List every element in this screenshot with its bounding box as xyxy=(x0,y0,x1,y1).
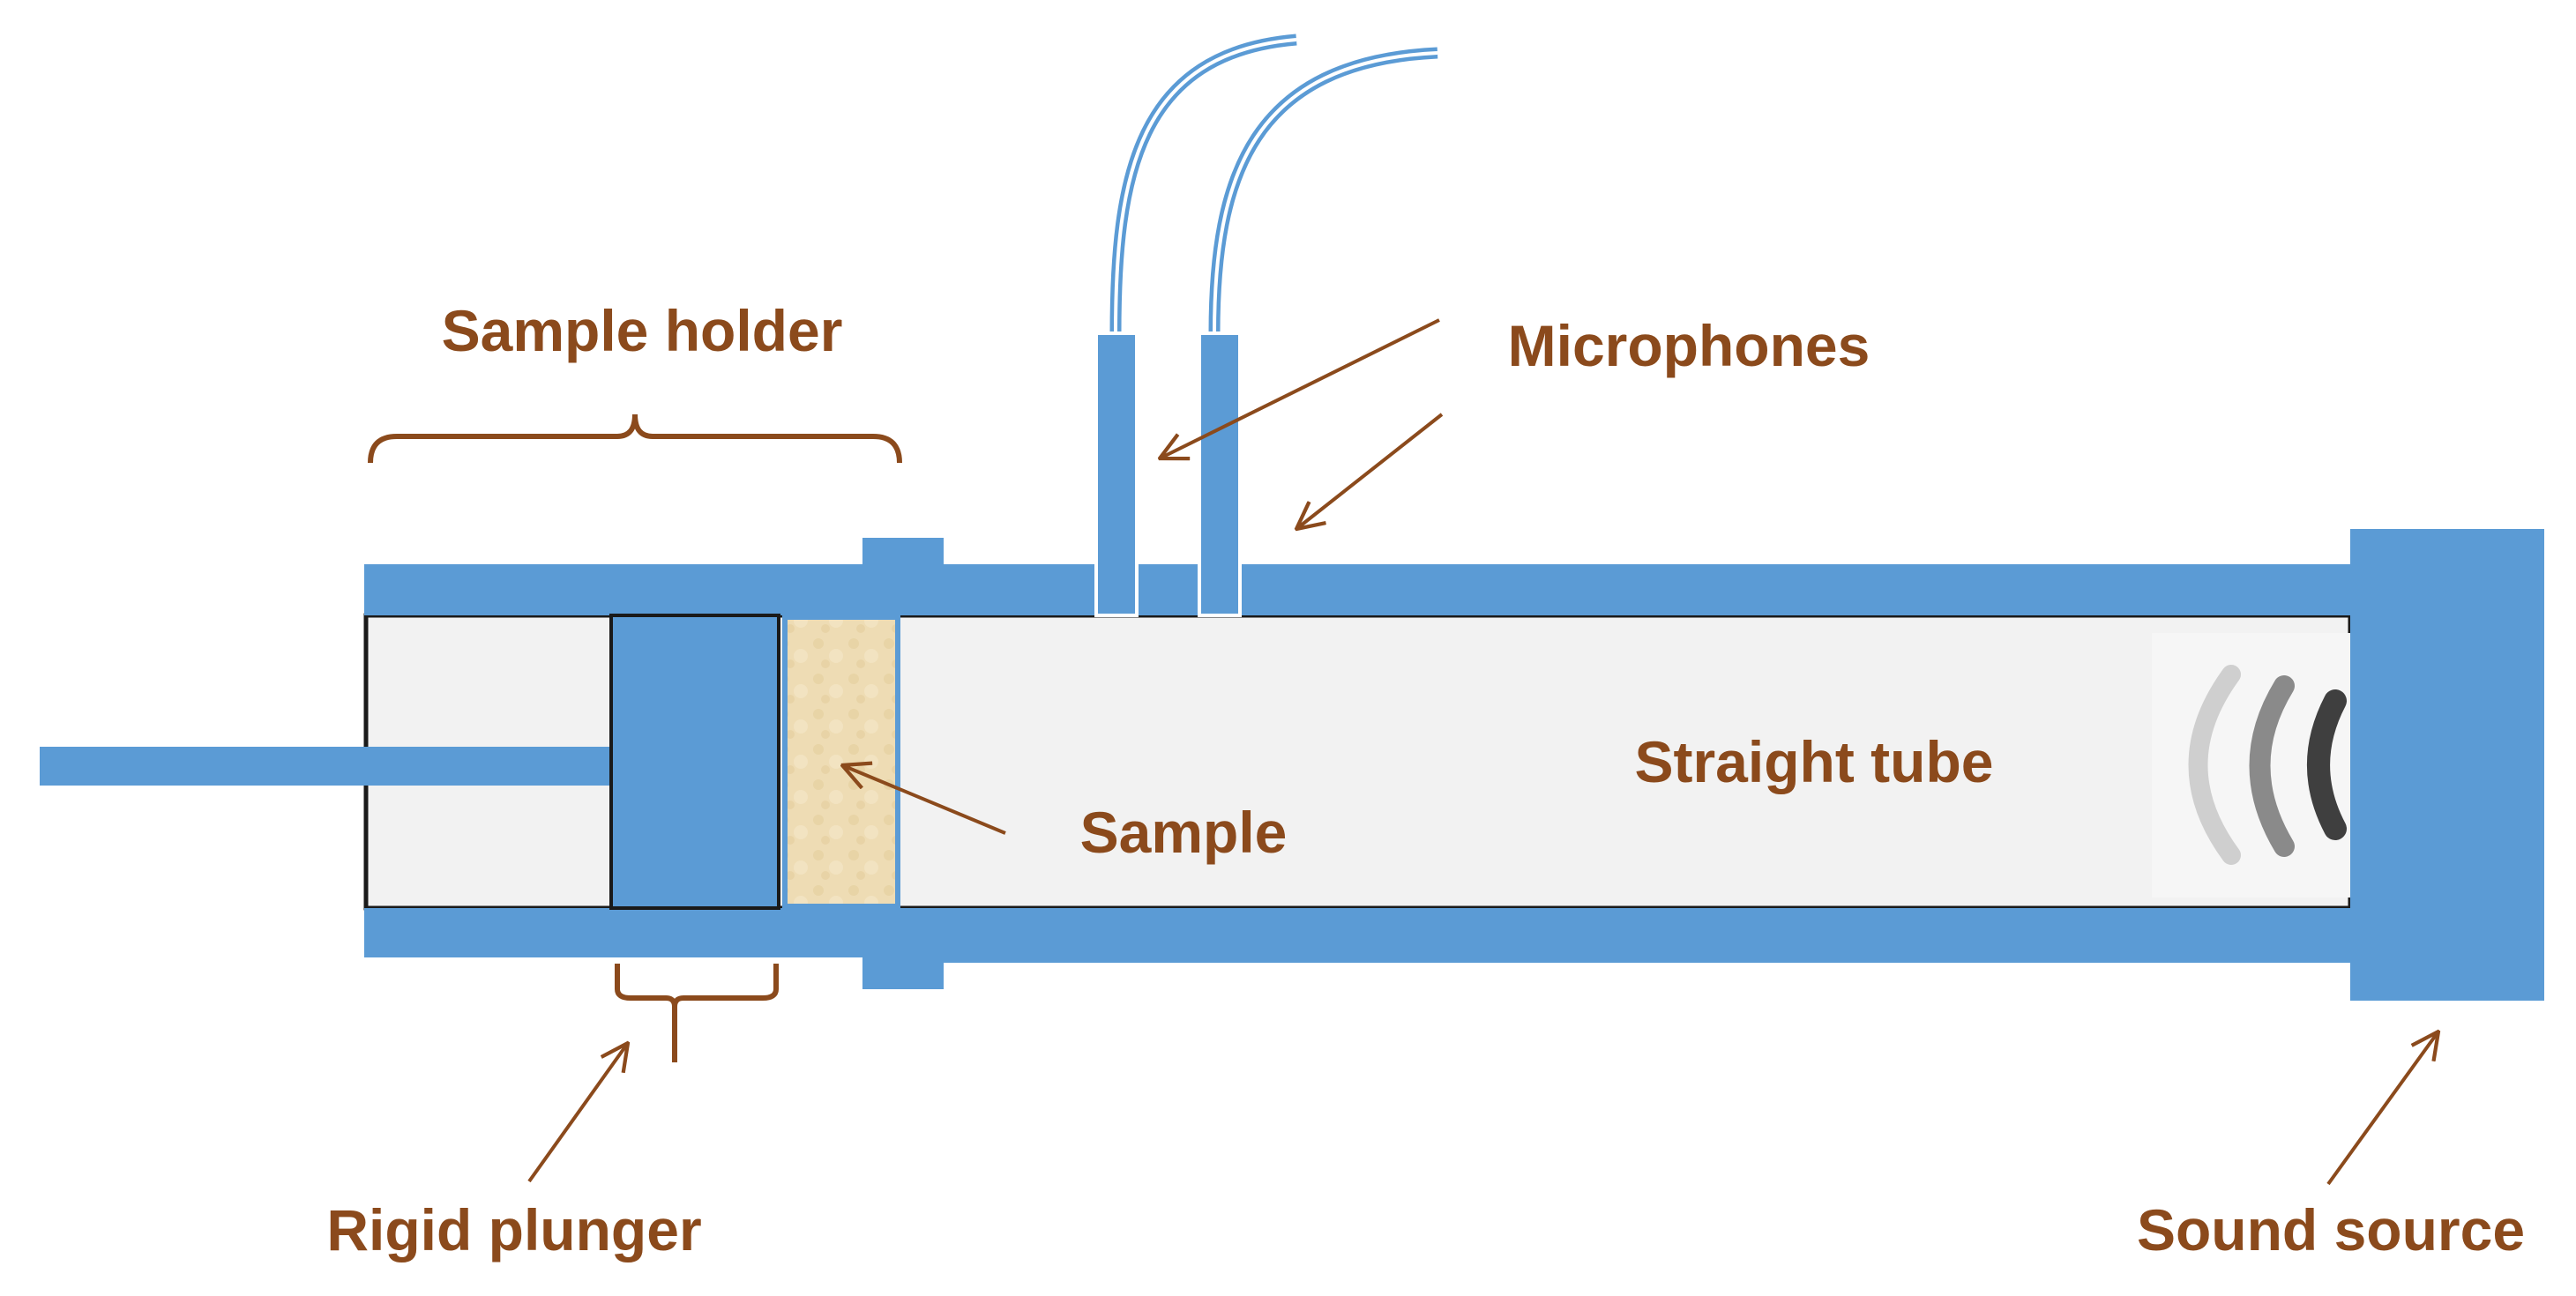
tube-top-wall xyxy=(364,564,2359,615)
sample-holder-label: Sample holder xyxy=(442,298,843,363)
microphone-1-arrow xyxy=(1160,318,1440,458)
sound-waves-icon xyxy=(2152,633,2350,898)
tube-bottom-wall xyxy=(862,908,2359,963)
straight-tube-label: Straight tube xyxy=(1635,729,1994,794)
rigid-plunger-bracket xyxy=(615,964,779,1062)
microphone-1 xyxy=(1094,331,1139,617)
sample-label: Sample xyxy=(1080,800,1288,865)
sound-source-arrow xyxy=(2326,1032,2438,1186)
rigid-plunger-arrow xyxy=(527,1043,628,1183)
microphone-2 xyxy=(1198,331,1242,617)
microphone-2-cable xyxy=(1208,47,1438,334)
plunger-rod xyxy=(40,747,611,786)
holder-bottom-wall xyxy=(364,908,862,957)
holder-flange-top xyxy=(862,538,944,568)
sample-holder-bracket xyxy=(368,413,902,464)
microphones-label: Microphones xyxy=(1508,313,1870,378)
rigid-plunger xyxy=(609,614,780,910)
rigid-plunger-label: Rigid plunger xyxy=(326,1197,701,1262)
sample xyxy=(782,614,900,909)
sound-source-label: Sound source xyxy=(2137,1197,2525,1262)
sample-arrow xyxy=(842,765,1006,835)
sound-source xyxy=(2350,529,2544,1001)
microphone-1-cable xyxy=(1109,34,1297,334)
holder-flange-bottom xyxy=(862,917,944,989)
microphone-2-arrow xyxy=(1296,413,1444,529)
